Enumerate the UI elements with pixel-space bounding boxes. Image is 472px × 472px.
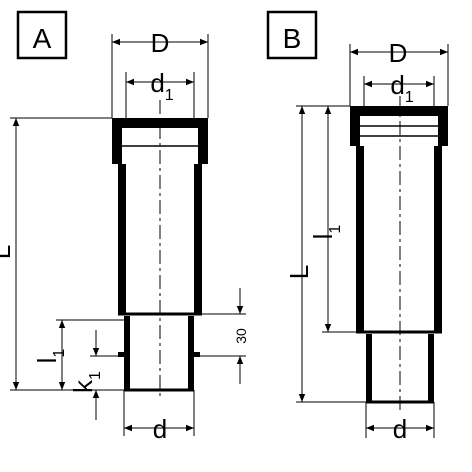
panel-b: B D (266, 10, 449, 444)
panel-b-label: B (283, 23, 302, 54)
label-a-L: L (0, 245, 16, 259)
dim-a-d (123, 390, 195, 436)
panel-a-label: A (33, 23, 52, 54)
label-b-L: L (284, 265, 314, 279)
label-a-d: d (153, 414, 167, 444)
label-b-d: d (393, 414, 407, 444)
panel-b-label-box (266, 10, 318, 60)
dim-a-30 (194, 288, 246, 384)
dim-a-L (10, 117, 124, 391)
label-a-d1: d1 (150, 68, 173, 104)
dim-b-D (349, 44, 449, 106)
pipe-a (112, 100, 208, 400)
label-b-l1: l1 (308, 225, 344, 240)
dim-b-d (365, 402, 435, 438)
dim-b-L (296, 105, 366, 403)
label-a-k1: k1 (68, 371, 104, 393)
dim-b-l1 (322, 105, 356, 333)
label-a-l1: l1 (32, 349, 68, 364)
label-b-D: D (389, 38, 408, 68)
label-b-d1: d1 (390, 70, 413, 106)
dim-a-l1 (56, 319, 124, 390)
label-a-D: D (151, 28, 170, 58)
label-a-30: 30 (233, 328, 249, 344)
dim-a-D (111, 34, 209, 118)
pipe-b (350, 96, 448, 410)
panel-a: A D (0, 10, 249, 444)
panel-a-label-box (16, 10, 68, 60)
dim-a-d1 (125, 72, 195, 128)
dim-b-d1 (363, 76, 435, 116)
dim-a-k1 (90, 330, 124, 420)
